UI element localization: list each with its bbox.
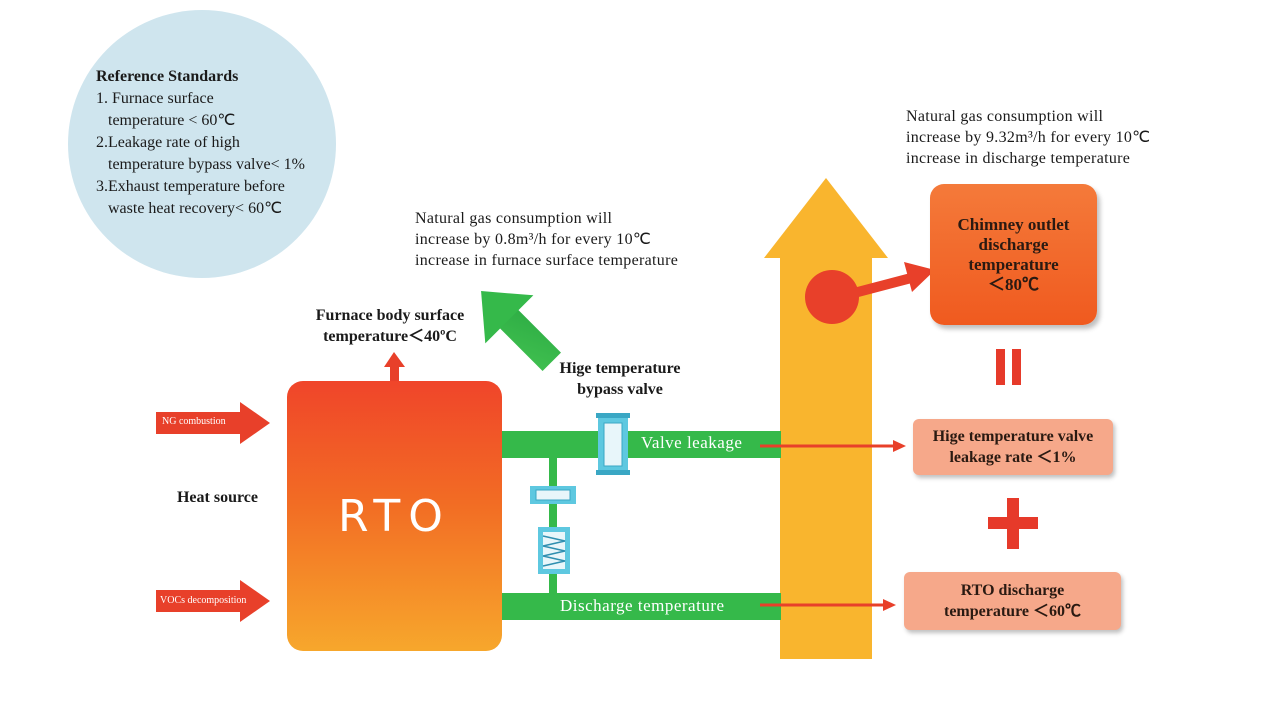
heat-exchanger-icon <box>538 527 570 574</box>
reference-standards: Reference Standards 1. Furnace surface t… <box>96 66 346 220</box>
vocs-decomposition-arrow <box>156 580 270 622</box>
furnace-surface-label: Furnace body surface temperature＜40ºC <box>315 307 465 345</box>
discharge-gas-note: Natural gas consumption will increase by… <box>906 108 1151 167</box>
rto-label: RTO <box>338 490 451 542</box>
reference-title: Reference Standards <box>96 68 239 85</box>
reference-item-3: 3.Exhaust temperature before waste heat … <box>96 178 285 217</box>
valve-leakage-rate-box: Hige temperature valve leakage rate ＜1% <box>913 419 1113 475</box>
reference-circle <box>68 10 336 278</box>
furnace-gas-note: Natural gas consumption will increase by… <box>415 210 679 269</box>
plus-icon <box>988 498 1038 549</box>
sensor-dot-icon <box>805 262 935 324</box>
bypass-valve-label: Hige temperature bypass valve <box>559 360 681 398</box>
chimney-outlet-box: Chimney outlet discharge temperature ＜80… <box>930 184 1097 325</box>
valve-leakage-arrow <box>760 440 906 452</box>
heat-source-label: Heat source <box>176 489 258 506</box>
valve-leakage-pipe <box>500 431 781 458</box>
discharge-temperature-label: Discharge temperature <box>560 596 725 615</box>
valve-leakage-label: Valve leakage <box>641 433 743 452</box>
discharge-arrow <box>760 599 896 611</box>
rto-discharge-box: RTO discharge temperature ＜60℃ <box>904 572 1121 630</box>
ng-combustion-arrow <box>156 402 270 444</box>
furnace-up-arrow <box>384 352 405 383</box>
bypass-vertical-pipe <box>549 456 557 596</box>
reference-item-1: 1. Furnace surface temperature < 60℃ <box>96 90 236 129</box>
discharge-pipe <box>500 593 781 620</box>
bypass-valve-icon <box>596 413 630 475</box>
rto-unit: RTO <box>287 381 502 651</box>
chimney-arrow <box>764 178 888 659</box>
equals-icon <box>996 349 1021 385</box>
ng-combustion-label: NG combustion <box>162 416 226 427</box>
vocs-decomposition-label: VOCs decomposition <box>160 595 247 606</box>
valve-icon <box>530 486 576 504</box>
gas-consumption-arrow <box>481 291 561 371</box>
reference-item-2: 2.Leakage rate of high temperature bypas… <box>96 134 305 173</box>
